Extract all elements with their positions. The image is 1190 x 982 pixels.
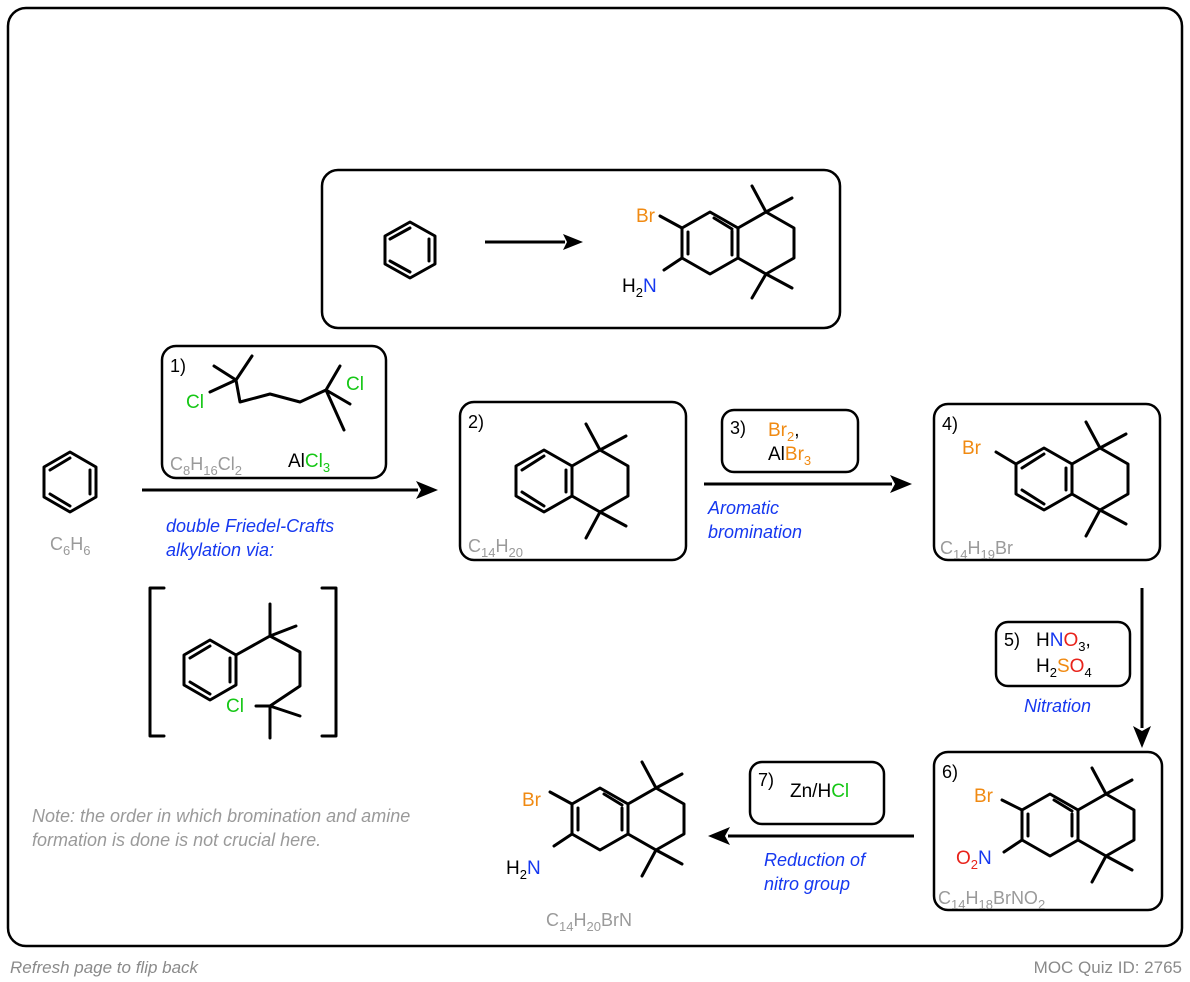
benzene-formula: C6H6: [50, 534, 90, 558]
target-br-label: Br: [636, 206, 656, 227]
final-product-molecule: Br H2N C14H20BrN: [506, 760, 686, 934]
step1-cl-left: Cl: [186, 392, 204, 413]
quiz-id: MOC Quiz ID: 2765: [1034, 958, 1182, 977]
step7-note-line2: nitro group: [764, 874, 850, 894]
step4-br-label: Br: [962, 438, 982, 459]
step1-note-line2: alkylation via:: [166, 540, 274, 560]
step5-reagent-box: 5) HNO3, H2SO4: [994, 620, 1132, 688]
product-br-label: Br: [522, 790, 542, 811]
problem-box: Br H2N: [320, 168, 842, 330]
outer-card: [6, 6, 1184, 948]
product-formula: C14H20BrN: [546, 910, 632, 934]
benzene-molecule: C6H6: [42, 450, 98, 558]
note-line2: formation is done is not crucial here.: [32, 830, 321, 850]
target-amine-label: H2N: [622, 276, 657, 300]
step6-product-box: 6) Br O2N C14H18BrNO2: [932, 750, 1164, 912]
step1-note-line1: double Friedel-Crafts: [166, 516, 334, 536]
step3-note-line2: bromination: [708, 522, 802, 542]
step3-reagent2: AlBr3: [768, 444, 811, 468]
step1-formula: C8H16Cl2: [170, 454, 242, 478]
product-amine-label: H2N: [506, 858, 541, 882]
step3-reagent1: Br2,: [768, 420, 800, 444]
step3-reagent-box: 3) Br2, AlBr3: [720, 408, 860, 474]
step5-number: 5): [1004, 630, 1020, 650]
benzene-start-molecule: [383, 220, 437, 280]
step1-reagent-box: 1) Cl Cl C8H16Cl2 AlCl3: [160, 344, 388, 480]
refresh-hint[interactable]: Refresh page to flip back: [10, 958, 200, 977]
step1-cl-right: Cl: [346, 374, 364, 395]
step4-number: 4): [942, 414, 958, 434]
step2-formula: C14H20: [468, 536, 523, 560]
step4-product-box: 4) Br C14H19Br: [932, 402, 1162, 562]
step5-arrow: [1133, 588, 1151, 748]
target-molecule: Br H2N: [622, 184, 796, 300]
step3-number: 3): [730, 418, 746, 438]
step7-note-line1: Reduction of: [764, 850, 867, 870]
step2-number: 2): [468, 412, 484, 432]
problem-arrow: [485, 234, 583, 250]
step7-reagent: Zn/HCl: [790, 781, 849, 802]
step1-arrow: [142, 481, 438, 499]
step7-reagent-box: 7) Zn/HCl: [748, 760, 886, 826]
step5-note: Nitration: [1024, 696, 1091, 716]
step6-nitro-label: O2N: [956, 848, 992, 872]
intermediate-cl-label: Cl: [226, 696, 244, 717]
step3-note-line1: Aromatic: [707, 498, 779, 518]
step7-number: 7): [758, 770, 774, 790]
step2-product-box: 2) C14H20: [458, 400, 688, 562]
step1-catalyst: AlCl3: [288, 451, 330, 475]
step7-arrow: [708, 827, 914, 845]
step5-reagent1: HNO3,: [1036, 630, 1091, 654]
intermediate-bracket: Cl: [148, 586, 338, 740]
step6-formula: C14H18BrNO2: [938, 888, 1045, 912]
step5-reagent2: H2SO4: [1036, 656, 1092, 680]
step3-arrow: [704, 475, 912, 493]
step6-br-label: Br: [974, 786, 994, 807]
step1-number: 1): [170, 356, 186, 376]
step4-formula: C14H19Br: [940, 538, 1013, 562]
step6-number: 6): [942, 762, 958, 782]
note-line1: Note: the order in which bromination and…: [32, 806, 410, 826]
